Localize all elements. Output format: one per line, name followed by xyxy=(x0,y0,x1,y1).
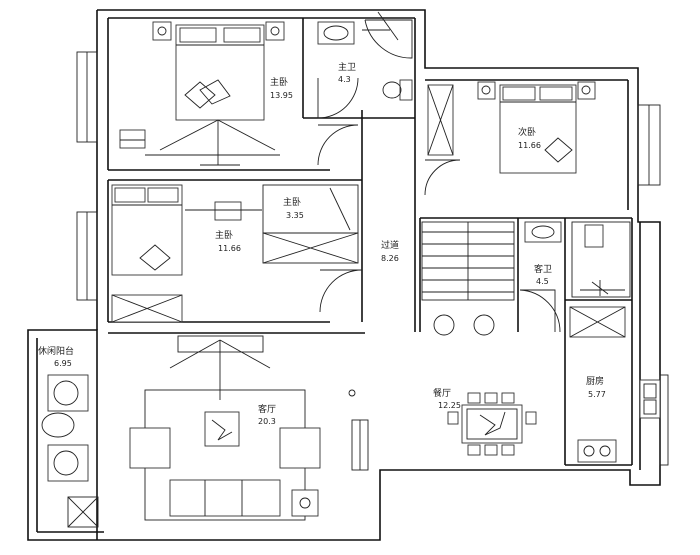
kitchen-fixtures xyxy=(569,306,661,463)
guest-bath-fixtures xyxy=(524,221,631,298)
dining-table xyxy=(447,392,537,456)
dining-room-area: 12.25 xyxy=(438,401,461,410)
master-bedroom-area: 13.95 xyxy=(270,91,293,100)
second-bedroom-area: 11.66 xyxy=(518,141,541,150)
balcony-label: 休闲阳台 xyxy=(38,345,74,357)
closet-label: 主卧 xyxy=(283,196,301,208)
interior-walls xyxy=(36,17,633,533)
study-area: 11.66 xyxy=(218,244,241,253)
kitchen-area: 5.77 xyxy=(588,390,606,399)
hallway-label: 过道 xyxy=(381,239,399,251)
guest-bath-area: 4.5 xyxy=(536,277,549,286)
kitchen-label: 厨房 xyxy=(586,375,604,387)
balcony-furniture xyxy=(41,374,99,528)
stairs xyxy=(421,221,515,336)
windows xyxy=(76,51,669,471)
living-room-furniture xyxy=(129,335,356,521)
guest-bath-label: 客卫 xyxy=(534,263,552,275)
study-label: 主卧 xyxy=(215,229,233,241)
master-bath-label: 主卫 xyxy=(338,61,356,73)
master-bedroom-label: 主卧 xyxy=(270,76,288,88)
living-room-label: 客厅 xyxy=(258,403,276,415)
hallway-area: 8.26 xyxy=(381,254,399,263)
study-bed xyxy=(111,184,262,323)
living-room-area: 20.3 xyxy=(258,417,276,426)
master-bath-area: 4.3 xyxy=(338,75,351,84)
dining-room-label: 餐厅 xyxy=(433,387,451,399)
doors xyxy=(317,11,561,333)
room-labels: 主卧 13.95 主卫 4.3 次卧 11.66 主卧 11.66 主卧 3.3… xyxy=(38,61,606,426)
balcony-area: 6.95 xyxy=(54,359,72,368)
second-bedroom-label: 次卧 xyxy=(518,126,536,138)
second-bed xyxy=(427,81,596,174)
master-bath-fixtures xyxy=(317,19,413,101)
closet xyxy=(262,184,359,264)
closet-area: 3.35 xyxy=(286,211,304,220)
master-bed xyxy=(119,21,285,166)
